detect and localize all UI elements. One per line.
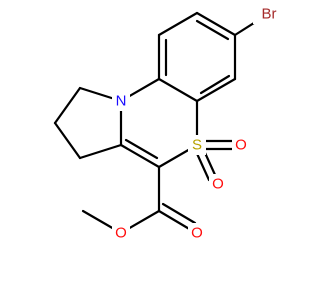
bond-inner-2 xyxy=(195,19,230,41)
bond-c1-c2 xyxy=(195,77,237,103)
bond-c4-c4a-double xyxy=(124,138,159,160)
sulfonyl-oxygen-lower-atom: O xyxy=(209,174,227,194)
carbonyl-oxygen-atom: O xyxy=(188,223,206,243)
bond-c4-c4a xyxy=(119,143,161,169)
nitrogen-label: N xyxy=(116,93,127,110)
bond-c6-c1 xyxy=(157,77,199,103)
chemical-structure: Br N S O O O O xyxy=(53,4,285,243)
ester-oxygen-atom: O xyxy=(112,223,130,243)
bond-c2-c3-pyr xyxy=(53,121,82,160)
bond-c-o-double-b xyxy=(161,202,197,225)
sulfonyl-oxygen-right-label: O xyxy=(235,137,247,154)
bond-lines xyxy=(53,11,270,235)
bromine-atom: Br xyxy=(253,4,285,24)
carbonyl-oxygen-label: O xyxy=(191,225,203,242)
bond-c3-c4 xyxy=(195,11,237,37)
bond-c1-c2-pyr xyxy=(53,86,82,125)
sulfur-atom: S xyxy=(188,135,206,155)
bond-c3-c4a xyxy=(78,143,123,160)
sulfur-label: S xyxy=(192,137,202,154)
sulfonyl-oxygen-right-atom: O xyxy=(232,135,250,155)
ester-oxygen-label: O xyxy=(115,225,127,242)
bond-c4-c5 xyxy=(157,11,199,37)
bromine-label: Br xyxy=(262,6,277,23)
sulfonyl-oxygen-lower-label: O xyxy=(212,176,224,193)
bond-inner-1 xyxy=(199,74,231,95)
bond-c-o-double-a xyxy=(157,209,193,232)
nitrogen-atom: N xyxy=(112,91,130,111)
atom-labels: Br N S O O O O xyxy=(112,4,285,243)
